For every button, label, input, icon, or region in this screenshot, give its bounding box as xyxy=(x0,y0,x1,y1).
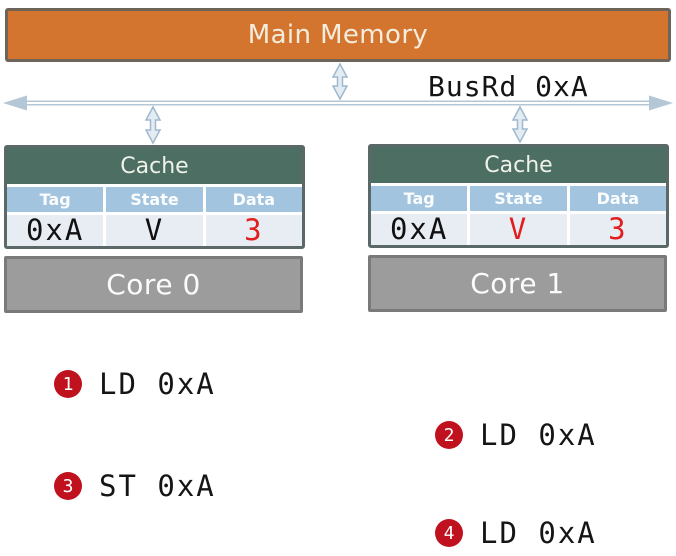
cache1-data-value: 3 xyxy=(569,214,666,245)
bus-cache0-arrow xyxy=(144,105,162,145)
cache0-column-headers: Tag State Data xyxy=(7,187,302,212)
cache1-title-bar: Cache xyxy=(371,147,666,183)
bus-arrowhead-right xyxy=(649,95,673,111)
cache0-header-state: State xyxy=(106,187,203,212)
operation-1-label: LD 0xA xyxy=(99,367,216,401)
operation-2-label: LD 0xA xyxy=(480,418,597,452)
operation-2-badge: 2 xyxy=(435,421,463,449)
operation-row-4: 4 LD 0xA xyxy=(435,516,597,550)
cache0-value-row: 0xA V 3 xyxy=(7,215,302,246)
shared-bus-line xyxy=(3,95,673,111)
core1-box: Core 1 xyxy=(368,255,667,312)
cache0-tag-value: 0xA xyxy=(7,215,104,246)
cache0-header-tag: Tag xyxy=(7,187,104,212)
cache1-header-data: Data xyxy=(569,186,666,211)
operation-1-badge: 1 xyxy=(54,370,82,398)
cache1-title: Cache xyxy=(484,152,553,178)
cache1-tag-value: 0xA xyxy=(371,214,468,245)
bus-transaction-label: BusRd 0xA xyxy=(428,70,589,103)
memory-bus-arrow xyxy=(331,62,349,101)
operation-3-badge: 3 xyxy=(54,472,82,500)
cache1-state-value: V xyxy=(470,214,567,245)
operation-row-1: 1 LD 0xA xyxy=(54,367,216,401)
cache0-state-value: V xyxy=(106,215,203,246)
main-memory-label: Main Memory xyxy=(247,20,429,50)
core0-label: Core 0 xyxy=(106,268,201,301)
core0-box: Core 0 xyxy=(4,256,303,313)
cache0-title-bar: Cache xyxy=(7,148,302,184)
operation-3-label: ST 0xA xyxy=(99,469,216,503)
operation-4-badge: 4 xyxy=(435,519,463,547)
operation-row-3: 3 ST 0xA xyxy=(54,469,216,503)
bus-arrowhead-left xyxy=(3,95,27,111)
cache1-table: Cache Tag State Data 0xA V 3 xyxy=(368,144,669,248)
cache1-header-tag: Tag xyxy=(371,186,468,211)
cache0-title: Cache xyxy=(120,153,189,179)
cache0-header-data: Data xyxy=(205,187,302,212)
cache0-table: Cache Tag State Data 0xA V 3 xyxy=(4,145,305,249)
cache1-column-headers: Tag State Data xyxy=(371,186,666,211)
operation-4-label: LD 0xA xyxy=(480,516,597,550)
cache1-header-state: State xyxy=(470,186,567,211)
operation-row-2: 2 LD 0xA xyxy=(435,418,597,452)
main-memory-box: Main Memory xyxy=(5,8,671,62)
core1-label: Core 1 xyxy=(470,267,565,300)
cache0-data-value: 3 xyxy=(205,215,302,246)
bus-cache1-arrow xyxy=(511,105,529,144)
cache1-value-row: 0xA V 3 xyxy=(371,214,666,245)
